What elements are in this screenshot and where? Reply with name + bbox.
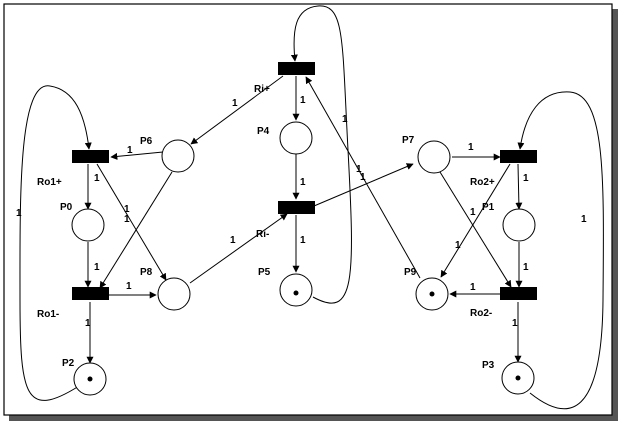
label-Ro1+: Ro1+ <box>37 177 62 188</box>
label-P3: P3 <box>482 360 495 371</box>
place-P1[interactable] <box>502 208 536 242</box>
label-Ri-: Ri- <box>256 229 269 240</box>
transition-Ro1-[interactable] <box>72 287 109 300</box>
weight-Ro2--P9: 1 <box>470 282 476 293</box>
label-P5: P5 <box>258 267 271 278</box>
frame-shadow <box>611 9 618 421</box>
label-P4: P4 <box>257 126 270 137</box>
label-P0: P0 <box>60 202 73 213</box>
weight-P5-Ri+: 1 <box>342 114 348 125</box>
weight-P9-Ri+: 1 <box>360 172 366 183</box>
weight-Ro2+-P9: 1 <box>455 240 461 251</box>
weight-Ro1--P2: 1 <box>85 318 91 329</box>
place-P6[interactable] <box>161 139 195 173</box>
weight-Ro2+-P1: 1 <box>523 173 529 184</box>
transitions <box>72 62 537 300</box>
arc-P5-Ri+ <box>290 5 352 304</box>
place-P5[interactable] <box>279 273 313 307</box>
place-P7[interactable] <box>417 140 451 174</box>
label-Ro2-: Ro2- <box>470 308 492 319</box>
token-P3 <box>515 375 521 381</box>
label-P7: P7 <box>402 135 415 146</box>
arc-Ro1+-P8 <box>96 163 167 281</box>
arc-Ro2+-P9 <box>440 163 511 278</box>
tokens <box>87 290 521 382</box>
arc-Ri+-P6 <box>190 75 284 145</box>
place-P4[interactable] <box>279 121 313 155</box>
arc-Ro2+-P1 <box>515 163 523 210</box>
labels: P0 P1 P2 P3 P4 P5 P6 P7 P8 P9 Ro1+ Ro1- … <box>37 84 495 371</box>
arc-P2-Ro1+ <box>19 85 92 401</box>
token-P9 <box>429 291 435 297</box>
label-Ro1-: Ro1- <box>37 309 59 320</box>
token-P2 <box>87 376 93 382</box>
label-Ri+: Ri+ <box>254 84 270 95</box>
weight-P7-Ro2+: 1 <box>468 142 474 153</box>
transition-Ri+[interactable] <box>278 62 315 75</box>
weight-Ro1--P8: 1 <box>126 281 132 292</box>
label-Ro2+: Ro2+ <box>470 177 495 188</box>
place-P8[interactable] <box>157 277 191 311</box>
label-P9: P9 <box>404 267 417 278</box>
arcs <box>19 5 604 410</box>
weight-Ri+-P4: 1 <box>300 95 306 106</box>
token-P5 <box>293 290 299 296</box>
label-P6: P6 <box>140 136 153 147</box>
weight-Ro1+-P0: 1 <box>94 173 100 184</box>
arc-Ri--P7 <box>313 163 414 207</box>
weight-Ri--P5: 1 <box>300 235 306 246</box>
weight-P2-Ro1+: 1 <box>16 208 22 219</box>
weight-Ro2--P3: 1 <box>512 318 518 329</box>
weight-P6-Ro1+: 1 <box>127 145 133 156</box>
arc-P6-Ro1+ <box>110 151 164 160</box>
place-P0[interactable] <box>71 208 105 242</box>
weight-P4-Ri-: 1 <box>300 177 306 188</box>
weight-P0-Ro1-: 1 <box>94 262 100 273</box>
transition-Ro2+[interactable] <box>500 150 537 163</box>
weight-Ri--P7: 1 <box>356 164 362 175</box>
arc-P7-Ro2- <box>439 171 512 288</box>
label-P8: P8 <box>140 267 153 278</box>
transition-Ro1+[interactable] <box>72 150 109 163</box>
weight-P1-Ro2-: 1 <box>523 262 529 273</box>
weight-P6-Ro1-: 1 <box>124 214 130 225</box>
arc-weights: 1 1 1 1 1 1 1 1 1 1 1 1 1 1 1 1 1 1 1 1 … <box>16 95 587 329</box>
label-P1: P1 <box>482 202 495 213</box>
arc-P3-Ro2+ <box>517 91 604 410</box>
label-P2: P2 <box>62 358 75 369</box>
transition-Ro2-[interactable] <box>500 287 537 300</box>
frame-shadow-bottom <box>9 414 618 421</box>
weight-P7-Ro2-: 1 <box>470 207 476 218</box>
weight-Ri+-P6: 1 <box>232 98 238 109</box>
weight-P3-Ro2+: 1 <box>581 214 587 225</box>
weight-Ro1+-P8: 1 <box>124 204 130 215</box>
transition-Ri-[interactable] <box>278 201 315 214</box>
arc-P9-Ri+ <box>305 76 421 279</box>
weight-P8-Ri-: 1 <box>230 235 236 246</box>
arc-P8-Ri- <box>189 213 288 284</box>
